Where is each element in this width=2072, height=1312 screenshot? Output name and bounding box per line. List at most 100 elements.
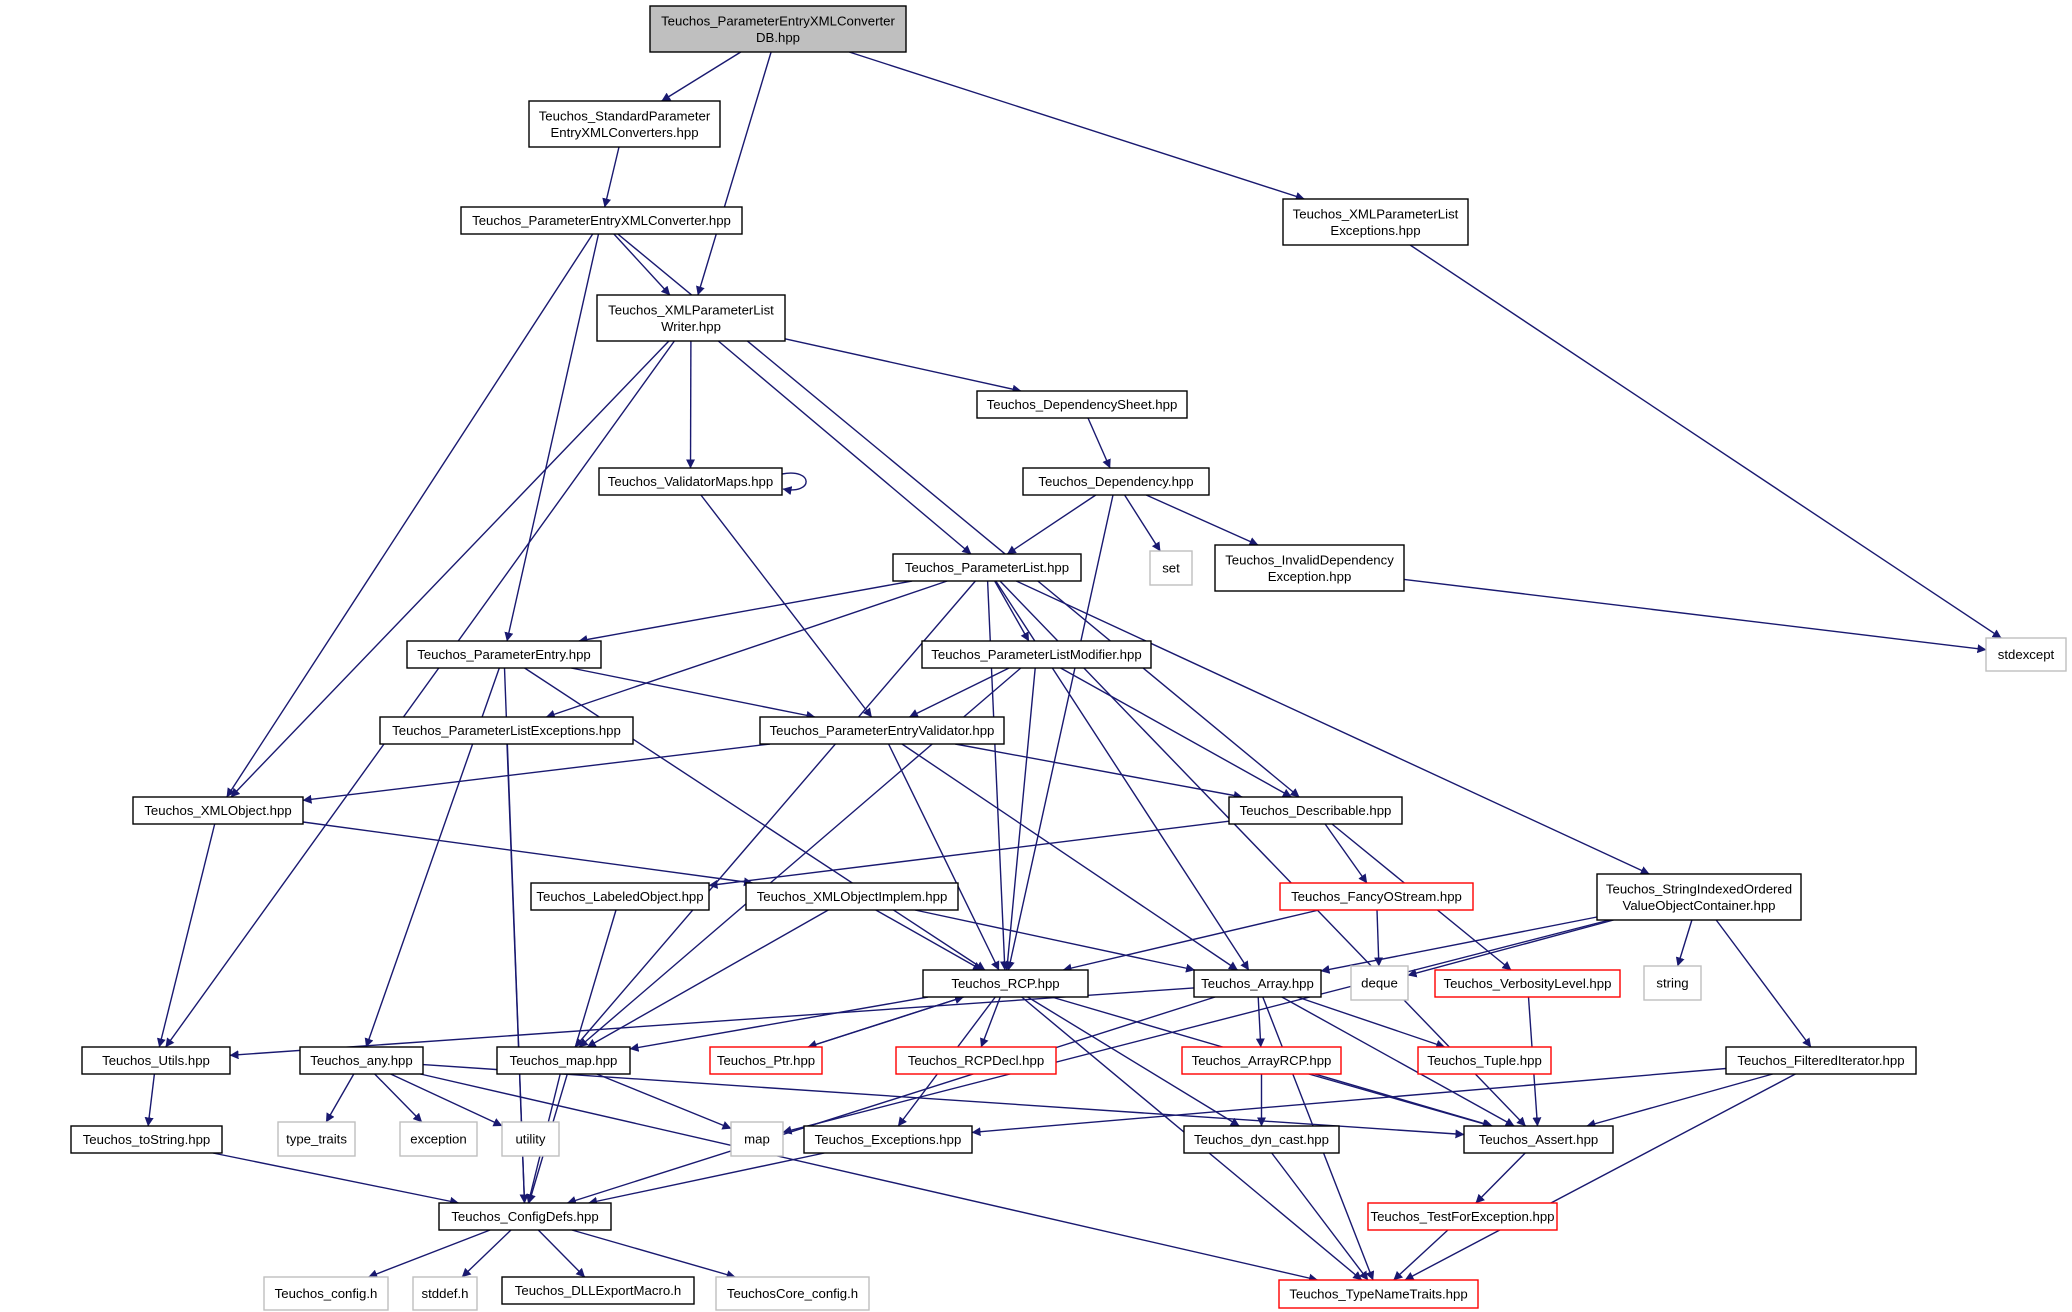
edge-cfg-to-coreconfig xyxy=(571,1229,736,1279)
node-ptr[interactable]: Teuchos_Ptr.hpp xyxy=(709,1046,823,1075)
edge-dep-to-invdep xyxy=(1145,494,1259,546)
node-valmaps[interactable]: Teuchos_ValidatorMaps.hpp xyxy=(598,467,783,496)
node-map[interactable]: map xyxy=(730,1121,784,1157)
edge-any-to-utility xyxy=(390,1073,503,1127)
node-typetraits[interactable]: type_traits xyxy=(277,1121,356,1157)
node-label-xplexc: Exceptions.hpp xyxy=(1330,223,1420,238)
node-fancy[interactable]: Teuchos_FancyOStream.hpp xyxy=(1279,882,1474,911)
node-coreconfig[interactable]: TeuchosCore_config.h xyxy=(715,1276,870,1311)
node-box-string xyxy=(1643,965,1702,1001)
node-set[interactable]: set xyxy=(1149,550,1193,586)
node-dep[interactable]: Teuchos_Dependency.hpp xyxy=(1022,467,1210,496)
node-box-tconfig xyxy=(263,1276,389,1311)
node-box-fancy xyxy=(1279,882,1474,911)
node-box-dll xyxy=(501,1276,695,1305)
node-label-valmaps: Teuchos_ValidatorMaps.hpp xyxy=(608,474,773,489)
node-label-assert: Teuchos_Assert.hpp xyxy=(1479,1132,1599,1147)
node-tnt[interactable]: Teuchos_TypeNameTraits.hpp xyxy=(1278,1279,1479,1309)
node-rcpdecl[interactable]: Teuchos_RCPDecl.hpp xyxy=(895,1046,1057,1075)
node-plmod[interactable]: Teuchos_ParameterListModifier.hpp xyxy=(921,640,1152,669)
node-box-stdconv xyxy=(528,100,721,148)
edge-xplw-to-xmlobj xyxy=(230,340,670,798)
node-utility[interactable]: utility xyxy=(501,1121,560,1157)
node-box-plexc xyxy=(379,716,634,745)
node-tuple[interactable]: Teuchos_Tuple.hpp xyxy=(1417,1046,1552,1075)
node-pentry[interactable]: Teuchos_ParameterEntry.hpp xyxy=(406,640,602,669)
edge-exc-to-cfg xyxy=(588,1152,825,1206)
node-label-set: set xyxy=(1162,561,1180,576)
node-label-cfg: Teuchos_ConfigDefs.hpp xyxy=(451,1209,598,1224)
node-label-dyncast: Teuchos_dyn_cast.hpp xyxy=(1194,1132,1329,1147)
node-xmlimpl[interactable]: Teuchos_XMLObjectImplem.hpp xyxy=(745,882,959,911)
node-box-assert xyxy=(1463,1125,1614,1154)
node-box-plist xyxy=(892,553,1082,582)
node-box-xmlobj xyxy=(132,796,304,825)
edge-xmlobj-to-xmlimpl xyxy=(302,821,753,887)
node-assert[interactable]: Teuchos_Assert.hpp xyxy=(1463,1125,1614,1154)
node-deque[interactable]: deque xyxy=(1350,965,1409,1001)
edge-desc-to-labeled xyxy=(708,820,1230,889)
node-pexc[interactable]: Teuchos_ParameterEntryXMLConverter.hpp xyxy=(460,206,743,235)
node-any[interactable]: Teuchos_any.hpp xyxy=(299,1046,424,1075)
node-dyncast[interactable]: Teuchos_dyn_cast.hpp xyxy=(1183,1125,1340,1154)
node-label-xmlimpl: Teuchos_XMLObjectImplem.hpp xyxy=(757,889,948,904)
edge-cfg-to-stddef xyxy=(461,1229,512,1278)
node-rcp[interactable]: Teuchos_RCP.hpp xyxy=(922,969,1089,998)
node-label-stdexcept: stdexcept xyxy=(1998,647,2055,662)
edge-sivoc-to-array xyxy=(1320,916,1598,974)
node-depsheet[interactable]: Teuchos_DependencySheet.hpp xyxy=(976,390,1188,419)
node-plexc[interactable]: Teuchos_ParameterListExceptions.hpp xyxy=(379,716,634,745)
node-stddef[interactable]: stddef.h xyxy=(412,1276,478,1311)
node-box-rcp xyxy=(922,969,1089,998)
node-exception[interactable]: exception xyxy=(399,1121,478,1157)
node-tostr[interactable]: Teuchos_toString.hpp xyxy=(70,1125,223,1154)
node-stdconv[interactable]: Teuchos_StandardParameterEntryXMLConvert… xyxy=(528,100,721,148)
node-testfe[interactable]: Teuchos_TestForException.hpp xyxy=(1367,1202,1558,1231)
node-tconfig[interactable]: Teuchos_config.h xyxy=(263,1276,389,1311)
node-labeled[interactable]: Teuchos_LabeledObject.hpp xyxy=(530,882,710,911)
edge-rcp-to-rcpdecl xyxy=(980,996,1001,1048)
header-nodes: Teuchos_ParameterEntryXMLConverterDB.hpp… xyxy=(70,5,2067,1311)
node-array[interactable]: Teuchos_Array.hpp xyxy=(1193,969,1322,998)
node-label-tnt: Teuchos_TypeNameTraits.hpp xyxy=(1289,1287,1467,1302)
edge-root-to-xplw xyxy=(696,51,772,296)
node-label-dll: Teuchos_DLLExportMacro.h xyxy=(515,1283,681,1298)
node-label-plmod: Teuchos_ParameterListModifier.hpp xyxy=(931,647,1141,662)
node-exc[interactable]: Teuchos_Exceptions.hpp xyxy=(803,1125,973,1154)
node-dll[interactable]: Teuchos_DLLExportMacro.h xyxy=(501,1276,695,1305)
node-utils[interactable]: Teuchos_Utils.hpp xyxy=(81,1046,231,1075)
node-box-coreconfig xyxy=(715,1276,870,1311)
node-arcp[interactable]: Teuchos_ArrayRCP.hpp xyxy=(1181,1046,1342,1075)
edge-filt-to-exc xyxy=(971,1067,1727,1137)
node-label-map_hpp: Teuchos_map.hpp xyxy=(510,1053,618,1068)
node-label-plist: Teuchos_ParameterList.hpp xyxy=(905,560,1069,575)
node-plist[interactable]: Teuchos_ParameterList.hpp xyxy=(892,553,1082,582)
edge-rcp-to-dyncast xyxy=(1027,996,1240,1127)
node-label-utils: Teuchos_Utils.hpp xyxy=(102,1053,210,1068)
node-label-pexc: Teuchos_ParameterEntryXMLConverter.hpp xyxy=(472,213,731,228)
node-sivoc[interactable]: Teuchos_StringIndexedOrderedValueObjectC… xyxy=(1596,873,1802,921)
node-desc[interactable]: Teuchos_Describable.hpp xyxy=(1228,796,1403,825)
edge-depsheet-to-dep xyxy=(1087,417,1111,469)
node-string[interactable]: string xyxy=(1643,965,1702,1001)
edge-testfe-to-tnt xyxy=(1393,1229,1449,1281)
node-cfg[interactable]: Teuchos_ConfigDefs.hpp xyxy=(438,1202,612,1231)
node-map_hpp[interactable]: Teuchos_map.hpp xyxy=(496,1046,631,1075)
edge-any-to-tnt xyxy=(420,1073,1318,1283)
node-box-labeled xyxy=(530,882,710,911)
node-verb[interactable]: Teuchos_VerbosityLevel.hpp xyxy=(1434,969,1621,998)
node-label-testfe: Teuchos_TestForException.hpp xyxy=(1371,1209,1555,1224)
node-filt[interactable]: Teuchos_FilteredIterator.hpp xyxy=(1725,1046,1917,1075)
node-label-xplw: Teuchos_XMLParameterList xyxy=(608,302,774,317)
node-pev[interactable]: Teuchos_ParameterEntryValidator.hpp xyxy=(759,716,1005,745)
edge-plist-to-plexc xyxy=(545,580,948,719)
node-label-root: Teuchos_ParameterEntryXMLConverter xyxy=(661,13,895,28)
node-box-ptr xyxy=(709,1046,823,1075)
node-stdexcept[interactable]: stdexcept xyxy=(1985,637,2067,672)
edge-sivoc-to-filt xyxy=(1715,919,1812,1048)
node-xmlobj[interactable]: Teuchos_XMLObject.hpp xyxy=(132,796,304,825)
